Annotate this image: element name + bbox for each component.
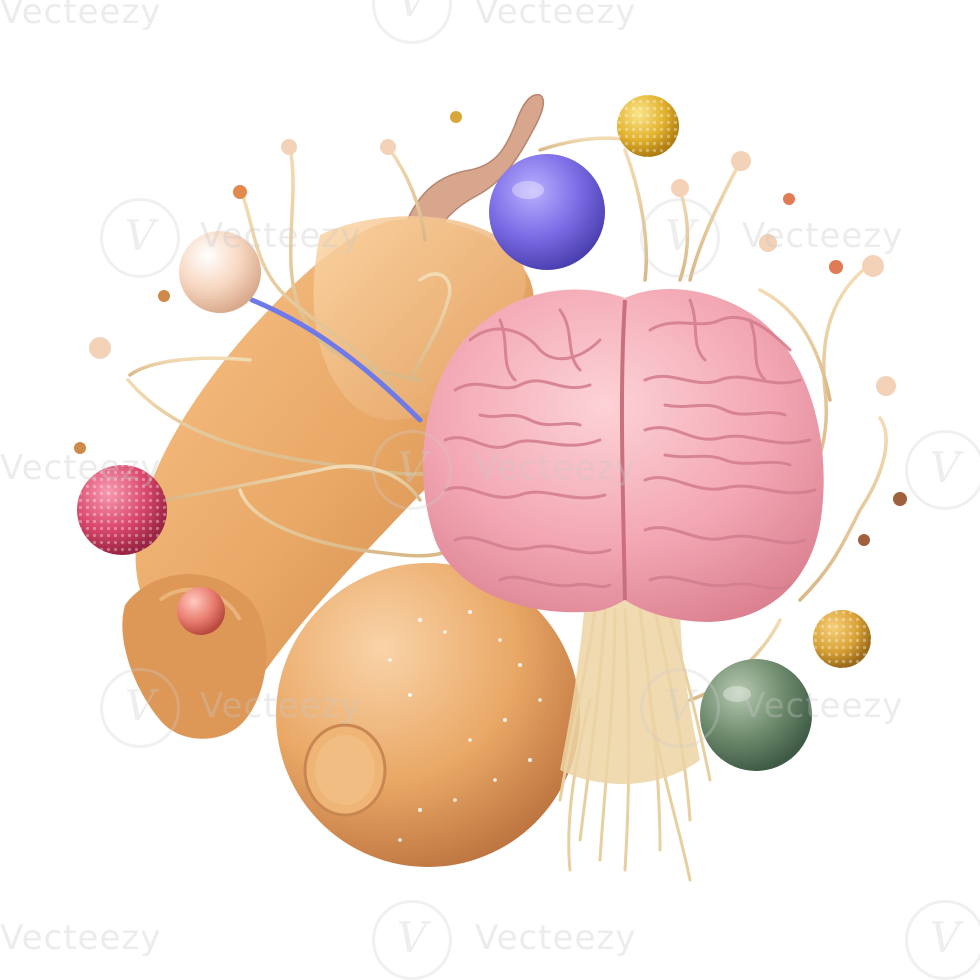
cream-sphere <box>179 231 261 313</box>
blue-wire <box>249 297 423 423</box>
purple-sphere <box>489 154 605 270</box>
brain <box>423 289 824 622</box>
twisted-stalk <box>404 93 544 247</box>
big-orange-ball <box>276 563 580 867</box>
brain-stem <box>560 600 700 784</box>
nerve-filaments <box>126 136 888 702</box>
small-salmon-sphere <box>177 587 225 635</box>
floating-beads <box>74 111 907 546</box>
green-sphere <box>700 659 812 771</box>
